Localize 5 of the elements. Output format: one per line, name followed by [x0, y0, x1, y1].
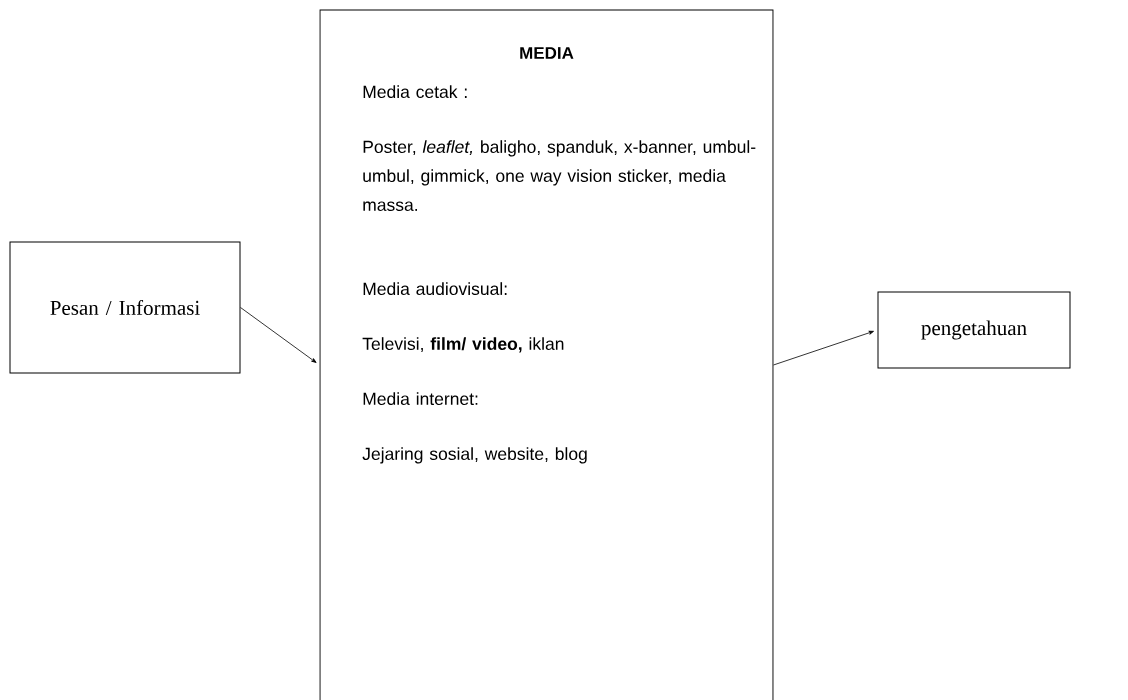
- media-box: MEDIA Media cetak : Poster, leaflet, baligho, spanduk, x-banner, umbul-umbul, gimmick, one way vision sticker, media massa. Media audiovisual: Televisi, film/ video, iklan Media internet: Jejaring sosial, website, blog: [319, 9, 774, 700]
- arrow: [773, 330, 874, 366]
- text-box: pengetahuan: [877, 291, 1071, 369]
- text-box: Pesan / Informasi: [9, 241, 241, 374]
- arrow: [240, 307, 317, 363]
